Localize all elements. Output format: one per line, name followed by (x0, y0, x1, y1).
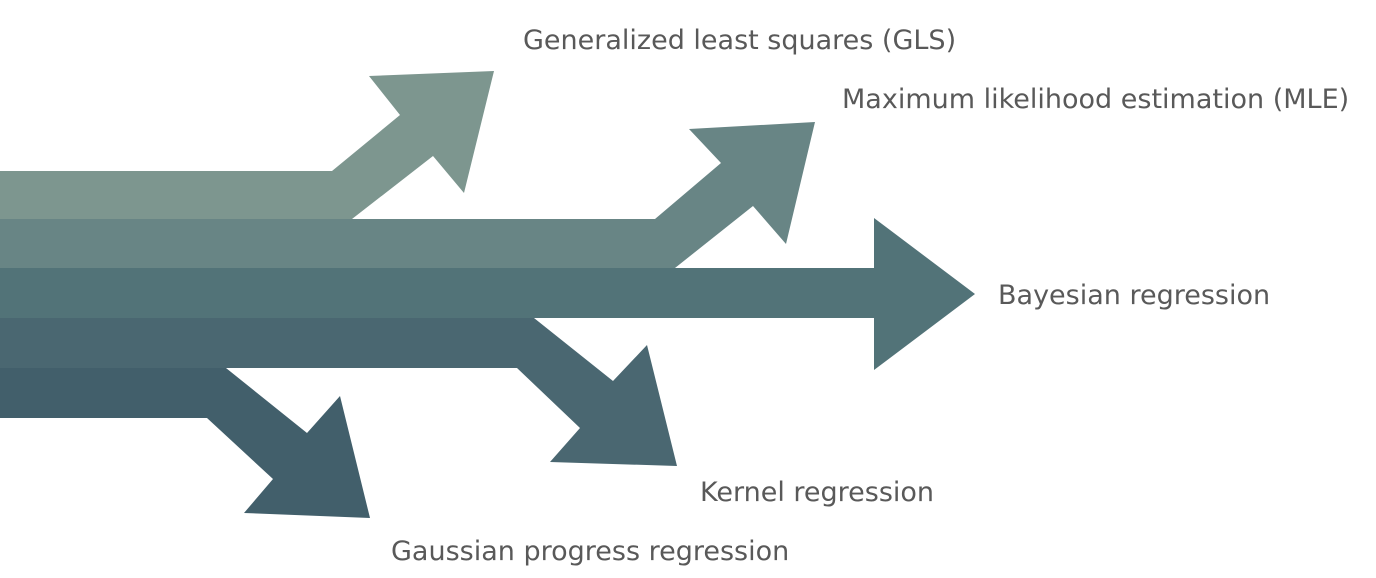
bayesian-label: Bayesian regression (998, 280, 1271, 311)
gls-arrow (0, 71, 494, 219)
kernel-arrow (0, 318, 677, 466)
mle-arrow (0, 122, 815, 268)
bayesian-arrow (0, 218, 975, 370)
gls-label: Generalized least squares (GLS) (523, 25, 957, 56)
kernel-label: Kernel regression (700, 477, 935, 508)
gaussian-label: Gaussian progress regression (391, 536, 790, 567)
mle-label: Maximum likelihood estimation (MLE) (842, 84, 1350, 115)
gaussian-arrow (0, 368, 370, 518)
